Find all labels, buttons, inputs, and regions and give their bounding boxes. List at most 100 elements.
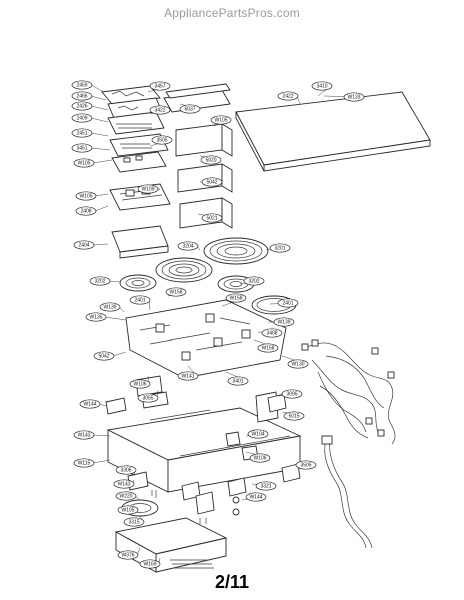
callout-5015: 5015 <box>281 411 305 421</box>
callout-oval <box>247 429 269 439</box>
callout-text: 5020 <box>205 157 216 163</box>
callout-oval <box>139 559 161 569</box>
callout-2422: 2422 <box>277 91 301 105</box>
callout-text: W139 <box>277 319 290 325</box>
callout-text: 2426 <box>76 103 87 109</box>
callout-oval <box>257 343 279 353</box>
bracket-lower-center <box>195 491 215 524</box>
callout-oval <box>227 376 249 386</box>
callout-oval <box>245 492 267 502</box>
callout-text: 3202 <box>94 278 105 284</box>
callout-W104: W104 <box>245 429 269 439</box>
callout-3451: 3451 <box>71 143 111 153</box>
callout-oval <box>277 91 299 101</box>
callout-W139: W139 <box>268 317 295 327</box>
callout-2459: 2459 <box>71 80 105 93</box>
callout-oval <box>261 328 283 338</box>
callout-text: W105 <box>79 193 92 199</box>
callout-W135: W135 <box>85 312 127 322</box>
callout-oval <box>137 393 159 403</box>
callout-text: 3422 <box>154 107 165 113</box>
callout-oval <box>75 206 97 216</box>
callout-text: 2404 <box>78 242 89 248</box>
callout-oval <box>255 481 277 491</box>
callout-3204: 3204 <box>177 241 201 251</box>
callout-text: 2408 <box>80 208 91 214</box>
callout-oval <box>73 158 95 168</box>
callout-3201: 3201 <box>265 243 291 253</box>
callout-text: W139 <box>103 304 116 310</box>
callout-leader-line <box>92 243 109 246</box>
callout-3410: 3410 <box>311 81 333 97</box>
callout-3306: 3306 <box>115 465 137 477</box>
callout-text: W105 <box>214 117 227 123</box>
callout-leader-line <box>90 84 105 93</box>
callout-2466: 2466 <box>71 91 107 101</box>
callout-oval <box>71 80 93 90</box>
callout-oval <box>73 430 95 440</box>
callout-leader-line <box>90 132 109 137</box>
callout-oval <box>137 184 159 194</box>
callout-oval <box>123 517 145 527</box>
callout-3202: 3202 <box>239 276 265 286</box>
callout-oval <box>225 293 247 303</box>
callout-text: 3306 <box>120 467 131 473</box>
callout-text: 3401 <box>232 378 243 384</box>
callout-leader-line <box>94 205 109 212</box>
callout-W143: W143 <box>73 430 111 440</box>
callout-oval <box>201 213 223 223</box>
callout-oval <box>71 128 93 138</box>
callout-oval <box>151 135 173 145</box>
frame-bracket <box>163 83 231 113</box>
callout-text: W105 <box>77 160 90 166</box>
callout-text: W105 <box>121 507 134 513</box>
callout-text: 3321 <box>260 483 271 489</box>
callout-text: W220 <box>119 493 132 499</box>
callout-3422: 3422 <box>149 105 171 115</box>
callout-text: 2422 <box>282 93 293 99</box>
callout-W105: W105 <box>75 191 109 201</box>
callout-oval <box>71 91 93 101</box>
callout-text: W144 <box>83 401 96 407</box>
callout-3408: 3408 <box>257 328 283 338</box>
callout-2451: 2451 <box>71 128 109 138</box>
callout-text: 3202 <box>248 278 259 284</box>
callout-text: 2459 <box>76 82 87 88</box>
callout-text: W143 <box>77 432 90 438</box>
callout-text: W158 <box>261 345 274 351</box>
callout-5020: 5020 <box>199 155 222 165</box>
callout-text: 3204 <box>182 243 193 249</box>
callout-W141: W141 <box>177 365 199 381</box>
callout-oval <box>71 101 93 111</box>
callout-text: W158 <box>229 295 242 301</box>
callout-oval <box>287 359 309 369</box>
callout-5042: 5042 <box>93 351 127 361</box>
callout-W115: W115 <box>73 458 111 468</box>
duct-panel-lower <box>179 197 233 229</box>
callout-text: W115 <box>78 460 91 466</box>
radiant-element-large-rear <box>203 237 269 265</box>
terminal-block <box>267 393 287 413</box>
callout-W105: W105 <box>117 505 139 515</box>
callout-W106: W106 <box>245 451 271 463</box>
callout-text: 2409 <box>76 115 87 121</box>
callout-oval <box>165 287 187 297</box>
callout-oval <box>177 241 199 251</box>
callout-text: W130 <box>291 361 304 367</box>
callout-text: 3201 <box>274 245 285 251</box>
callout-text: W104 <box>251 431 264 437</box>
callout-W109: W109 <box>133 184 159 194</box>
callout-W144: W144 <box>79 399 107 409</box>
callout-oval <box>71 143 93 153</box>
callout-oval <box>115 491 137 501</box>
callout-oval <box>89 276 111 286</box>
radiant-element-large-front <box>155 257 213 283</box>
callout-oval <box>149 81 171 91</box>
callout-W139: W139 <box>99 302 125 313</box>
callout-text: 2401 <box>134 297 145 303</box>
callout-text: 2401 <box>282 300 293 306</box>
burner-support-tray <box>125 299 287 379</box>
